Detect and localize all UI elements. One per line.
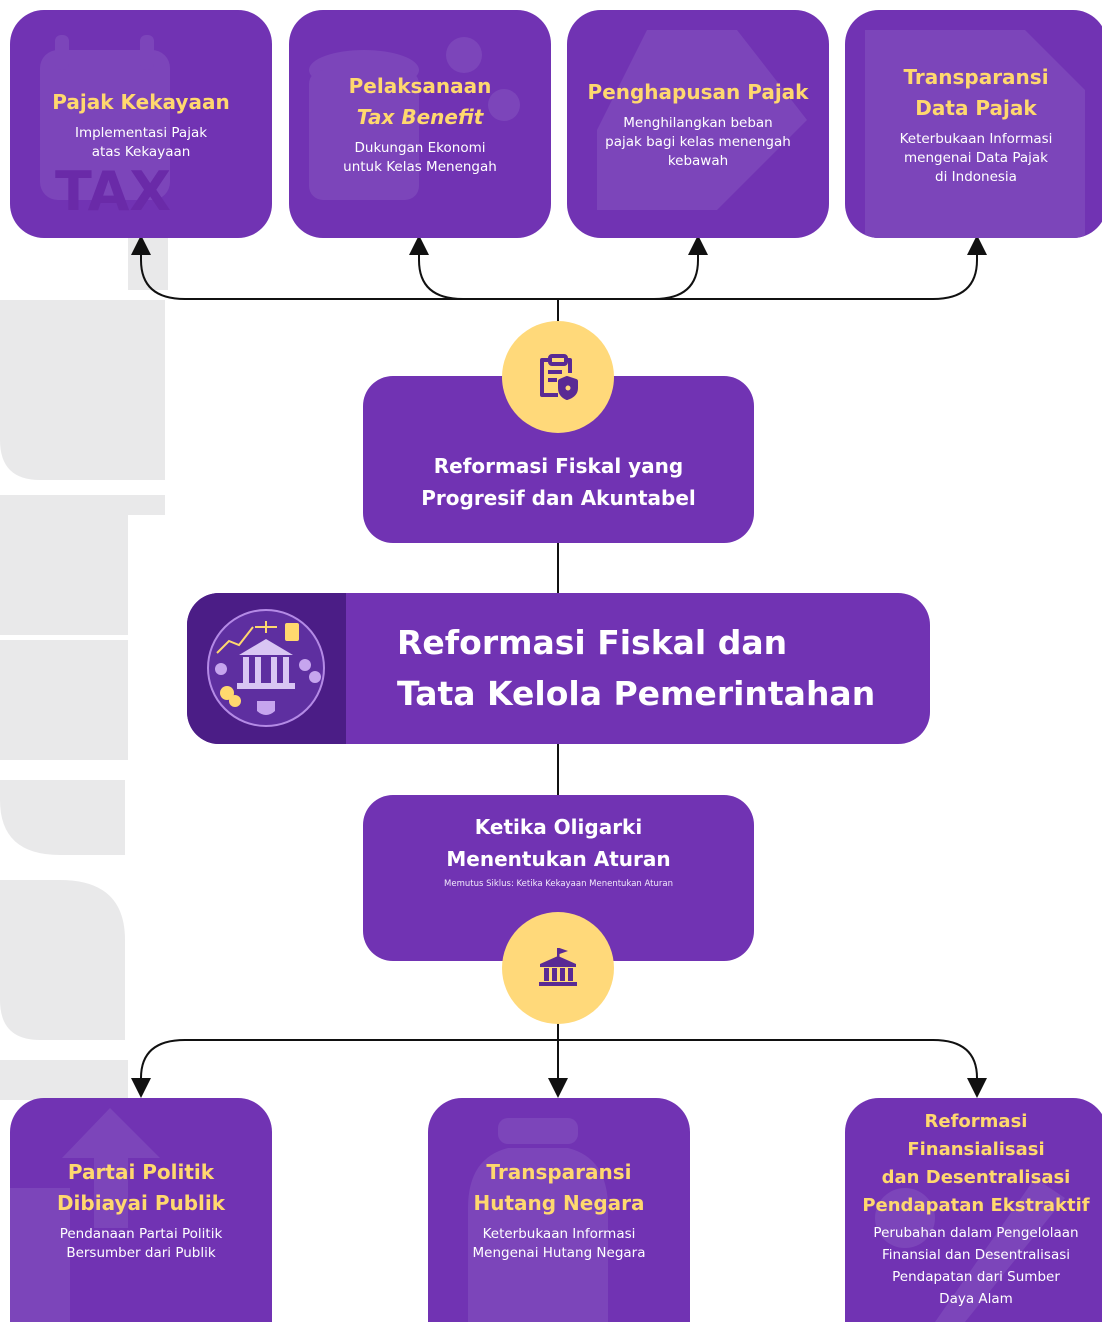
card-description: Menghilangkan beban pajak bagi kelas men… [605, 115, 791, 169]
coins-percent-watermark-icon [309, 37, 520, 200]
card-title: Reformasi Finansialisasi dan Desentralis… [862, 1111, 1090, 1216]
node-subtitle: Memutus Siklus: Ketika Kekayaan Menentuk… [444, 879, 673, 889]
eraser-watermark-icon [597, 30, 807, 210]
money-bag-watermark-icon [468, 1118, 608, 1322]
clipboard-shield-icon [540, 354, 578, 400]
banner-image-panel [187, 593, 346, 744]
card-description: Pendanaan Partai Politik Bersumber dari … [59, 1226, 223, 1261]
card-title: Pajak Kekayaan [52, 89, 230, 114]
government-building-icon [539, 948, 577, 986]
card-description: Keterbukaan Informasi Mengenai Hutang Ne… [472, 1226, 646, 1261]
card-title-text: Pelaksanaan [348, 74, 492, 98]
upload-watermark-icon [10, 1108, 160, 1322]
bottom-card-partai-politik: Partai Politik Dibiayai Publik Pendanaan… [10, 1098, 272, 1322]
card-title: Transparansi Data Pajak [903, 64, 1049, 120]
card-title: Partai Politik Dibiayai Publik [56, 1160, 226, 1215]
card-title: Transparansi Hutang Negara [473, 1160, 645, 1215]
main-banner: Reformasi Fiskal dan Tata Kelola Pemerin… [187, 593, 930, 744]
bottom-card-transparansi-hutang: Transparansi Hutang Negara Keterbukaan I… [428, 1098, 690, 1322]
upper-icon-circle [502, 321, 614, 433]
card-description: Perubahan dalam Pengelolaan Finansial da… [873, 1225, 1079, 1307]
background-decoration [0, 210, 168, 1100]
document-watermark-icon [865, 30, 1085, 238]
top-card-pajak-kekayaan: TAX Pajak Kekayaan Implementasi Pajak at… [10, 10, 272, 238]
upper-node-reformasi-fiskal-progresif: Reformasi Fiskal yang Progresif dan Akun… [363, 376, 754, 543]
node-title: Reformasi Fiskal yang Progresif dan Akun… [421, 454, 696, 510]
top-card-tax-benefit: Pelaksanaan Tax Benefit Dukungan Ekonomi… [289, 10, 551, 238]
top-card-penghapusan-pajak: Penghapusan Pajak Menghilangkan beban pa… [567, 10, 829, 238]
tax-watermark-icon: TAX [40, 35, 171, 223]
card-title: Penghapusan Pajak [587, 80, 809, 104]
percent-watermark-icon [875, 1178, 1065, 1322]
lower-icon-circle [502, 912, 614, 1024]
fiscal-governance-illustration [207, 609, 325, 727]
svg-text:TAX: TAX [55, 160, 171, 223]
card-title: Pelaksanaan Tax Benefit [343, 71, 497, 133]
card-title-italic: Tax Benefit [356, 105, 484, 129]
bottom-card-reformasi-finansialisasi: Reformasi Finansialisasi dan Desentralis… [845, 1098, 1102, 1322]
top-card-transparansi-data-pajak: Transparansi Data Pajak Keterbukaan Info… [845, 10, 1102, 238]
banner-title: Reformasi Fiskal dan Tata Kelola Pemerin… [397, 623, 876, 713]
node-title: Ketika Oligarki Menentukan Aturan [446, 815, 671, 871]
card-description: Implementasi Pajak atas Kekayaan [74, 124, 208, 160]
card-description: Keterbukaan Informasi mengenai Data Paja… [899, 130, 1053, 185]
card-description: Dukungan Ekonomi untuk Kelas Menengah [343, 140, 497, 175]
